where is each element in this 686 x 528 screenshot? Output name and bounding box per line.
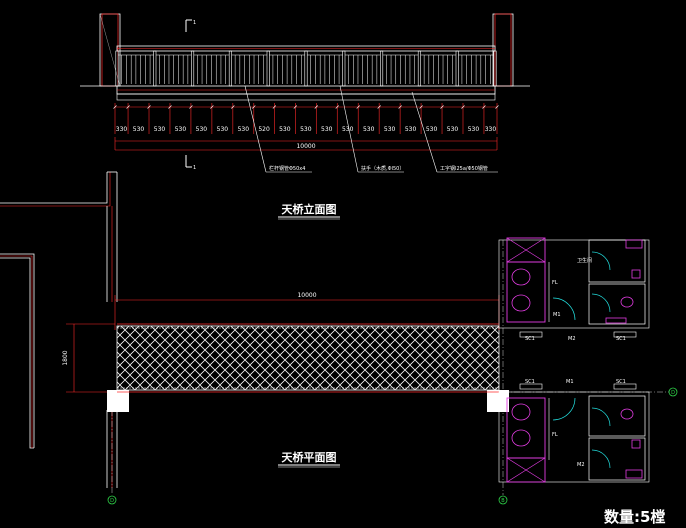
right-column bbox=[492, 13, 530, 87]
grid-bubble-side bbox=[668, 387, 678, 397]
dimension-arrow bbox=[495, 105, 499, 109]
grid-label-right: B bbox=[501, 498, 505, 504]
railing-post bbox=[191, 50, 195, 87]
section-mark-top-label: 1 bbox=[193, 20, 196, 26]
section-mark-bottom-label: 1 bbox=[193, 165, 196, 171]
toilet-bottom-label-0: SC1 bbox=[525, 379, 535, 385]
plan-width-dimension: 1800 bbox=[62, 350, 69, 365]
toilet-top-label-2: M1 bbox=[553, 312, 561, 318]
railing-post bbox=[228, 50, 232, 87]
dimension-arrow bbox=[419, 105, 423, 109]
callout-railing-pipe: 栏杆钢管Φ50x4 bbox=[269, 165, 305, 172]
segment-dimension-label: 530 bbox=[133, 126, 145, 133]
toilet-bottom-label-4: M2 bbox=[577, 462, 585, 468]
grid-label-left: D bbox=[110, 498, 114, 504]
bridge-deck bbox=[116, 325, 500, 391]
railing-post bbox=[417, 50, 421, 87]
plan-title: 天桥平面图 bbox=[282, 450, 337, 464]
callout-handrail: 扶手（木质,ΦⅠ50） bbox=[361, 165, 404, 172]
dimension-arrow bbox=[440, 105, 444, 109]
dimension-arrow bbox=[231, 105, 235, 109]
segment-dimension-label: 530 bbox=[342, 126, 354, 133]
segment-dimension-label: 530 bbox=[196, 126, 208, 133]
toilet-bottom-label-1: SC1 bbox=[616, 379, 626, 385]
section-mark-bottom: 1 bbox=[185, 155, 196, 171]
callout-beam: 工字钢Ⅰ25a/Φ50钢管 bbox=[440, 165, 488, 172]
toilet-top-label-4: SC1 bbox=[616, 336, 626, 342]
segment-dimension-label: 530 bbox=[238, 126, 250, 133]
dimension-arrow bbox=[252, 105, 256, 109]
dimension-arrow bbox=[113, 105, 117, 109]
segment-dimensions: 330 530 530 530 530 530 530 520 530 530 530 530 530 5… bbox=[113, 103, 499, 134]
segment-dimension-label: 530 bbox=[300, 126, 312, 133]
railing-post bbox=[153, 50, 157, 87]
segment-dimension-label: 530 bbox=[154, 126, 166, 133]
segment-dimension-label: 530 bbox=[405, 126, 417, 133]
toilet-block-top: 卫生间 FL M1 SC1 SC1 M2 bbox=[498, 237, 650, 342]
toilet-bottom-label-2: M1 bbox=[566, 379, 574, 385]
segment-dimension-label: 530 bbox=[175, 126, 187, 133]
dimension-arrow bbox=[272, 105, 277, 109]
dimension-arrow bbox=[210, 105, 214, 109]
segment-dimension-label: 530 bbox=[468, 126, 480, 133]
toilet-top-label-1: FL bbox=[552, 280, 558, 286]
toilet-block-bottom: SC1 SC1 M1 FL M2 bbox=[498, 379, 650, 483]
railing-balusters bbox=[115, 50, 497, 87]
segment-dimension-label: 330 bbox=[485, 126, 497, 133]
segment-dimension-label: 530 bbox=[447, 126, 459, 133]
callout-leaders bbox=[244, 85, 498, 173]
section-mark-top: 1 bbox=[185, 19, 196, 32]
dimension-arrow bbox=[356, 105, 360, 109]
left-building-wall bbox=[0, 171, 118, 488]
plan-column-bottom-right bbox=[487, 390, 509, 412]
grid-bubble-right bbox=[498, 495, 508, 505]
railing-post bbox=[380, 50, 384, 87]
left-column bbox=[80, 13, 121, 87]
toilet-bottom-label-3: FL bbox=[552, 432, 558, 438]
dimension-arrow bbox=[482, 105, 486, 109]
segment-dimension-label: 530 bbox=[426, 126, 438, 133]
railing-post bbox=[455, 50, 459, 87]
segment-dimension-label: 530 bbox=[363, 126, 375, 133]
dimension-arrow bbox=[189, 105, 193, 109]
railing-post bbox=[304, 50, 308, 87]
segment-dimension-label: 530 bbox=[321, 126, 333, 133]
railing-post bbox=[342, 50, 346, 87]
quantity-note: 数量:5樘 bbox=[604, 508, 665, 526]
toilet-top-label-0: 卫生间 bbox=[577, 257, 592, 264]
railing-post bbox=[493, 50, 497, 87]
segment-dimension-label: 530 bbox=[217, 126, 229, 133]
dimension-arrow bbox=[461, 105, 465, 109]
dimension-arrow bbox=[293, 105, 298, 109]
segment-dimension-label: 520 bbox=[258, 126, 270, 133]
segment-dimension-label: 530 bbox=[384, 126, 396, 133]
dimension-arrow bbox=[147, 105, 151, 109]
segment-dimension-label: 530 bbox=[279, 126, 291, 133]
toilet-top-label-3: SC1 bbox=[525, 336, 535, 342]
toilet-top-label-5: M2 bbox=[568, 336, 576, 342]
railing-post bbox=[266, 50, 270, 87]
plan-column-bottom-left bbox=[107, 390, 129, 412]
dimension-arrow bbox=[168, 105, 172, 109]
elevation-title: 天桥立面图 bbox=[282, 202, 337, 216]
dimension-arrow bbox=[126, 105, 130, 109]
bridge-elevation: 1 1 330 530 530 530 530 530 530 520 530 530 530 530… bbox=[80, 13, 530, 220]
dimension-arrow bbox=[335, 105, 339, 109]
grid-label-side: D bbox=[671, 390, 675, 396]
railing-post bbox=[115, 50, 119, 87]
plan-span-dimension: 10000 bbox=[297, 292, 316, 299]
segment-dimension-label: 330 bbox=[116, 126, 128, 133]
dimension-arrow bbox=[377, 105, 381, 109]
dimension-arrow bbox=[314, 105, 318, 109]
overall-dimension: 10000 bbox=[296, 143, 315, 150]
dimension-arrow bbox=[398, 105, 402, 109]
grid-bubble-left bbox=[107, 495, 117, 505]
